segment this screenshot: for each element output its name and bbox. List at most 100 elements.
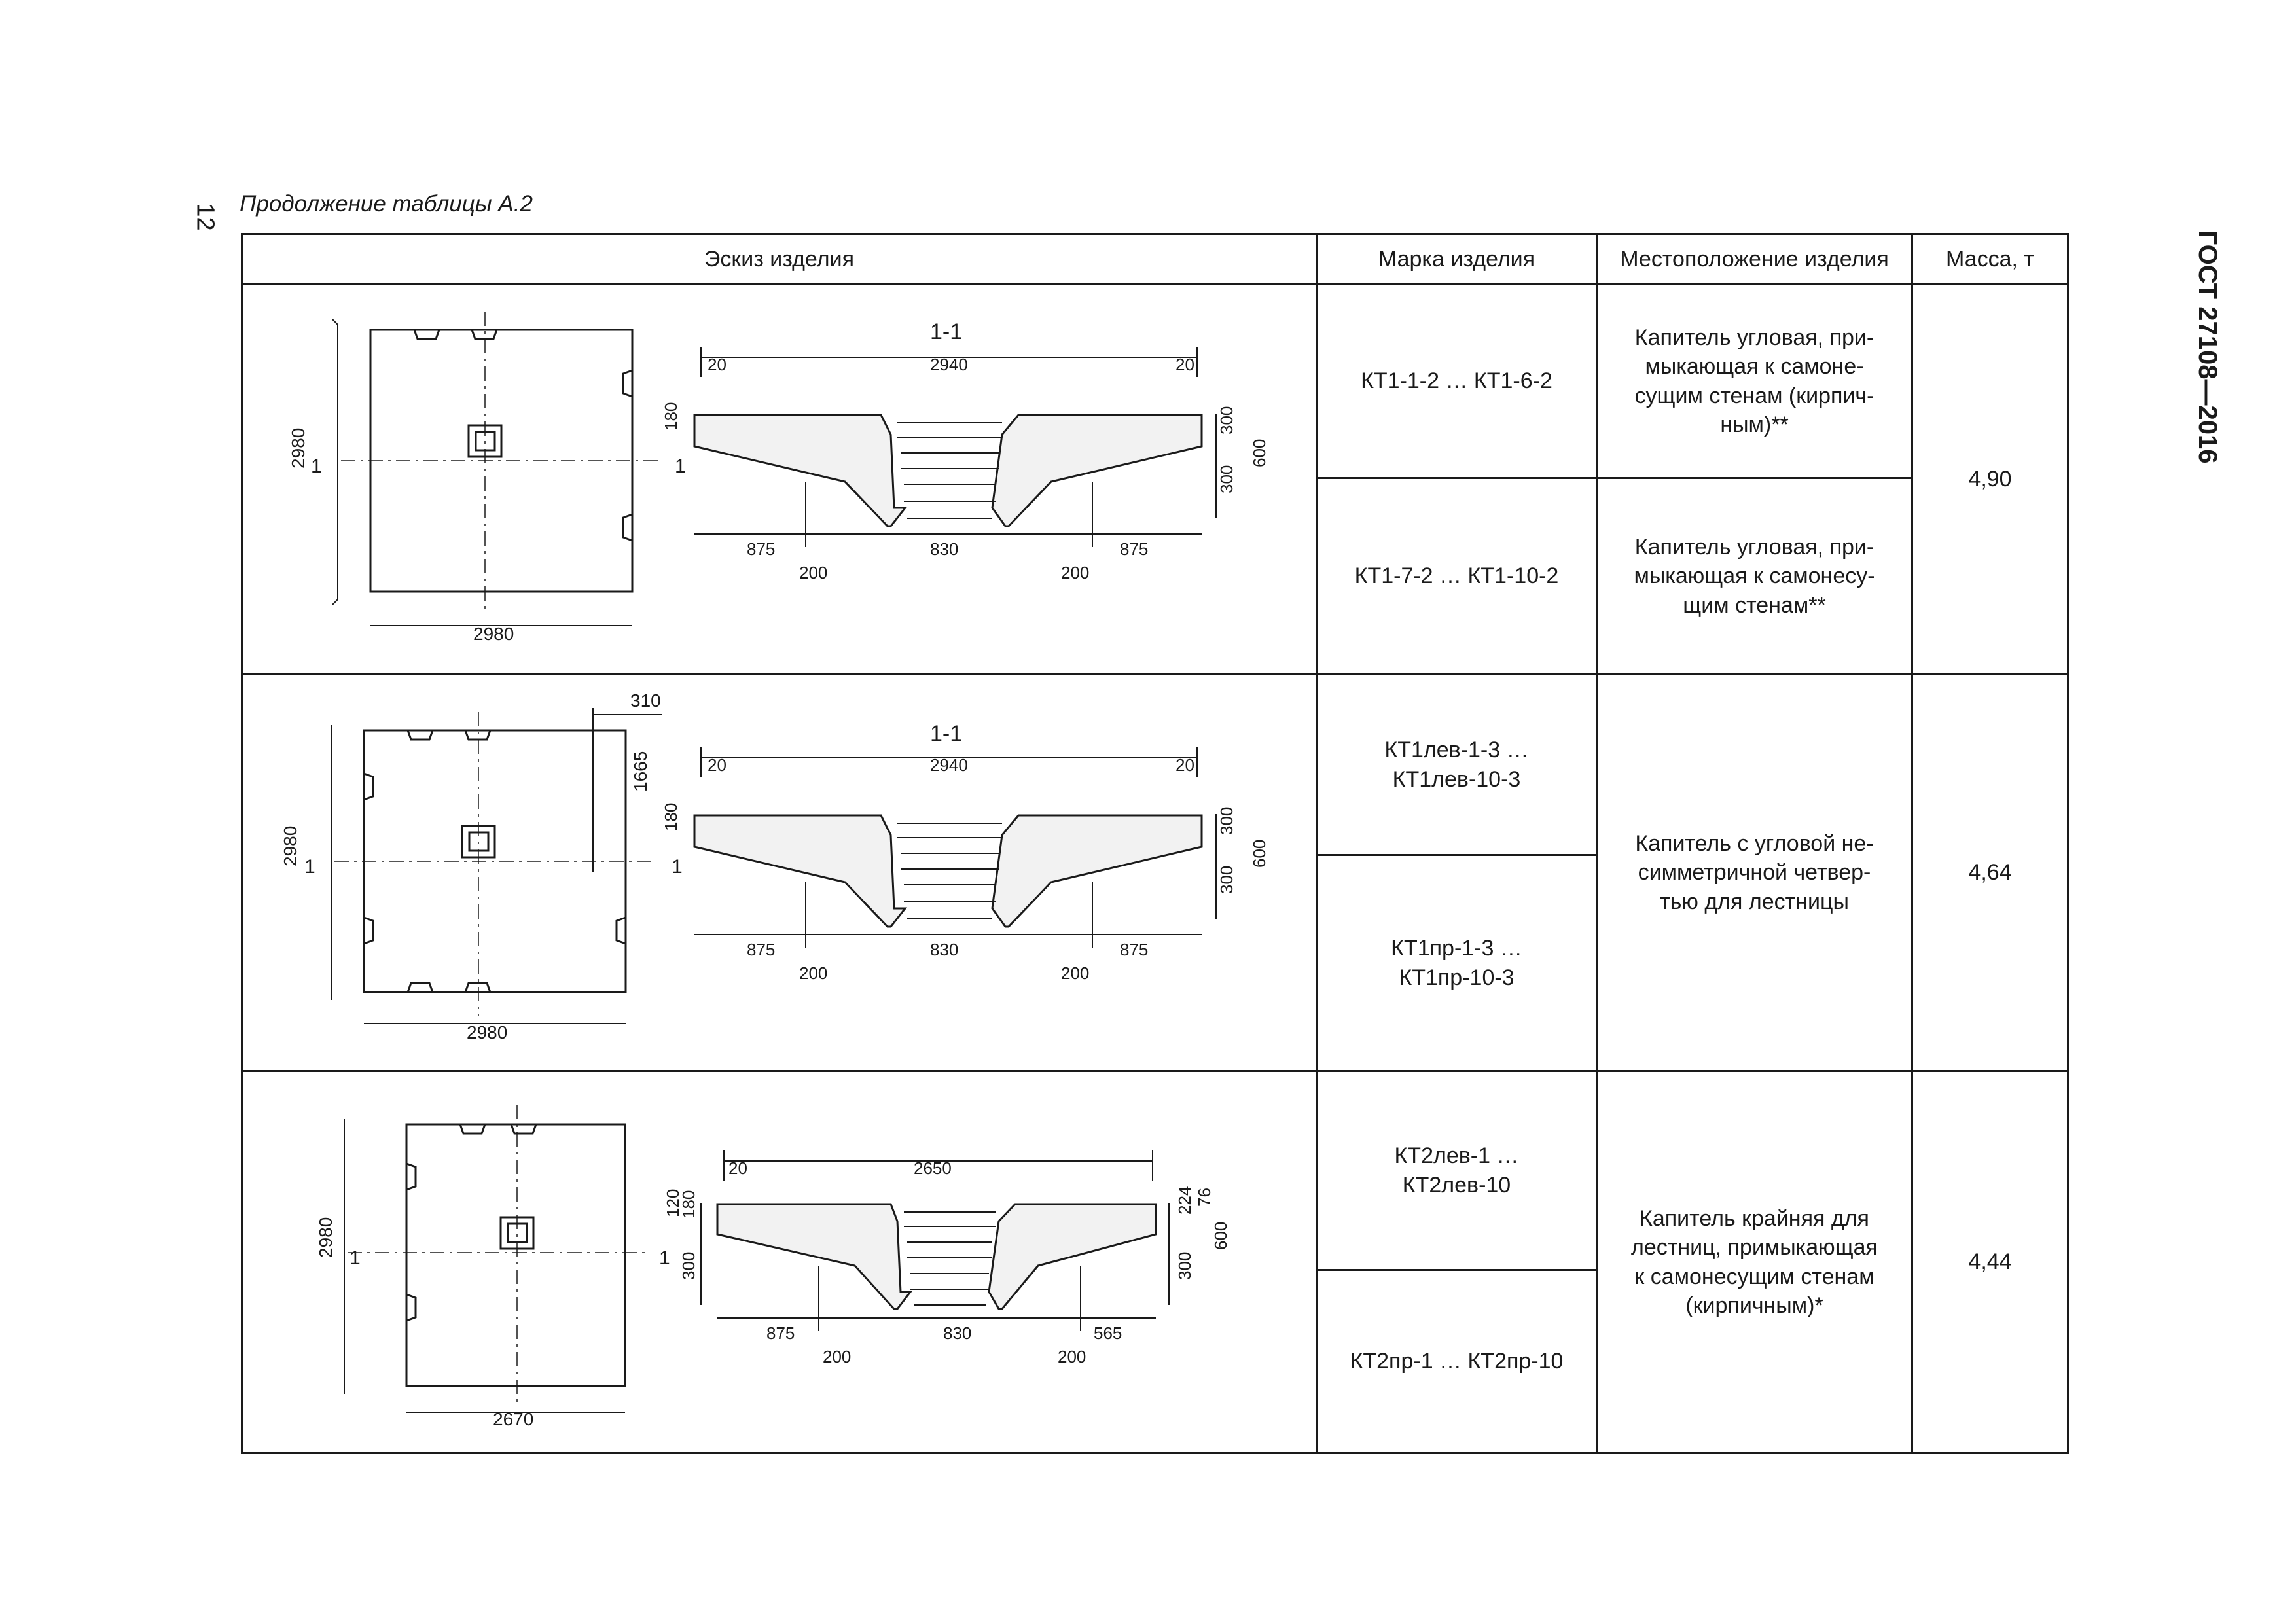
product-mark: КТ2лев-1 … КТ2лев-10 [1394,1143,1519,1198]
dim-plan-width: 2980 [467,1022,507,1043]
table-header-row: Эскиз изделия Марка изделия Местоположен… [241,233,2069,285]
dim-180: 180 [661,803,681,831]
dim-top-right: 20 [1175,755,1194,775]
product-location: Капитель с угловой не- симметричной четв… [1635,831,1874,914]
dim-top-left: 20 [708,755,726,775]
products-table: Эскиз изделия Марка изделия Местоположен… [241,233,2069,1454]
dim-bottom-center: 830 [943,1323,971,1343]
dim-bottom-right: 875 [1120,940,1148,959]
product-location: Капитель крайняя для лестниц, примыкающа… [1631,1206,1878,1318]
product-mark: КТ1лев-1-3 … КТ1лев-10-3 [1384,738,1529,792]
dim-top-left: 20 [708,355,726,374]
dim-600: 600 [1249,439,1269,467]
mark-cell: КТ1-1-2 … КТ1-6-2 [1316,283,1598,479]
dim-180: 180 [679,1190,698,1219]
dim-120: 120 [663,1189,683,1217]
location-cell: Капитель с угловой не- симметричной четв… [1596,673,1913,1072]
sketch-cell-3: 2980 2670 1 1 20 2650 875 830 [241,1070,1318,1454]
section-title: 1-1 [930,721,962,746]
table-row: КТ1пр-1-3 … КТ1пр-10-3 [242,854,2068,1072]
dim-bottom-right: 565 [1094,1323,1122,1343]
dim-200-right: 200 [1061,563,1089,582]
table-continuation-heading: Продолжение таблицы А.2 [240,191,533,217]
product-mass: 4,90 [1968,467,2012,492]
dim-300-top: 300 [1217,406,1236,435]
dim-300-top: 300 [1217,807,1236,835]
dim-300-bottom: 300 [1217,465,1236,493]
dim-bottom-left: 875 [747,539,775,559]
dim-plan-height: 2980 [288,428,308,469]
dim-224: 224 [1175,1186,1194,1215]
dim-600: 600 [1211,1222,1230,1250]
dim-600: 600 [1249,840,1269,868]
dim-bottom-center: 830 [930,940,958,959]
dim-plan-width: 2980 [473,624,514,644]
dim-top-center: 2940 [930,755,968,775]
product-mark: КТ1пр-1-3 … КТ1пр-10-3 [1391,936,1522,990]
dim-200-right: 200 [1058,1347,1086,1366]
table-row: КТ2пр-1 … КТ2пр-10 [242,1269,2068,1454]
sketch-drawing-3: 2980 2670 1 1 20 2650 875 830 [315,1105,1230,1429]
dim-top-right: 20 [1175,355,1194,374]
section-mark-left: 1 [311,455,322,477]
mark-cell: КТ2пр-1 … КТ2пр-10 [1316,1269,1598,1454]
col-header-location: Местоположение изделия [1596,233,1913,285]
product-mark: КТ2пр-1 … КТ2пр-10 [1350,1349,1564,1374]
mass-cell: 4,90 [1911,283,2069,675]
dim-plan-height: 2980 [280,826,300,866]
mark-cell: КТ2лев-1 … КТ2лев-10 [1316,1070,1598,1271]
col-header-mass: Масса, т [1911,233,2069,285]
dim-1665: 1665 [630,751,651,792]
table-row: 2980 2670 1 1 20 2650 875 830 [241,1070,2069,1454]
table-row: 2980 2980 1 1 1-1 20 2940 20 [241,283,2069,675]
product-mass: 4,64 [1968,860,2012,885]
dim-200-left: 200 [823,1347,851,1366]
dim-310: 310 [630,690,661,711]
product-mark: КТ1-7-2 … КТ1-10-2 [1354,563,1559,589]
section-mark-right: 1 [675,455,686,477]
product-mass: 4,44 [1968,1249,2012,1275]
mark-cell: КТ1лев-1-3 … КТ1лев-10-3 [1316,673,1598,856]
dim-76: 76 [1194,1188,1214,1207]
section-mark-right: 1 [672,856,683,878]
dim-top-center: 2650 [914,1158,952,1178]
section-mark-left: 1 [304,856,315,878]
dim-plan-width: 2670 [493,1409,533,1429]
dim-200-left: 200 [799,963,827,983]
product-location: Капитель угловая, при- мыкающая к самоне… [1634,325,1874,437]
section-mark-left: 1 [350,1247,361,1269]
dim-bottom-center: 830 [930,539,958,559]
dim-top-center: 2940 [930,355,968,374]
col-header-mark: Марка изделия [1316,233,1598,285]
location-cell: Капитель угловая, при- мыкающая к самоне… [1596,283,1913,479]
location-cell: Капитель крайняя для лестниц, примыкающа… [1596,1070,1913,1454]
location-cell: Капитель угловая, при- мыкающая к самоне… [1596,477,1913,675]
mass-cell: 4,44 [1911,1070,2069,1454]
dim-300-right: 300 [1175,1252,1194,1280]
sketch-cell-1: 2980 2980 1 1 1-1 20 2940 20 [241,283,1318,675]
dim-180: 180 [661,402,681,431]
section-mark-right: 1 [659,1247,670,1269]
dim-300-bottom: 300 [1217,866,1236,894]
table-row: КТ1-7-2 … КТ1-10-2 Капитель угловая, при… [242,477,2068,675]
dim-200-left: 200 [799,563,827,582]
dim-top-left: 20 [728,1158,747,1178]
dim-bottom-left: 875 [747,940,775,959]
dim-300-left: 300 [679,1252,698,1280]
standard-id: ГОСТ 27108—2016 [2193,230,2222,464]
page-number: 12 [191,203,219,231]
section-title: 1-1 [930,319,962,344]
mass-cell: 4,64 [1911,673,2069,1072]
sketch-drawing-2: 2980 2980 310 1665 1 1 1-1 20 [280,690,1269,1043]
dim-bottom-left: 875 [766,1323,795,1343]
col-header-sketch: Эскиз изделия [241,233,1318,285]
product-mark: КТ1-1-2 … КТ1-6-2 [1361,368,1552,394]
mark-cell: КТ1-7-2 … КТ1-10-2 [1316,477,1598,675]
sketch-cell-2: 2980 2980 310 1665 1 1 1-1 20 [241,673,1318,1072]
product-location: Капитель угловая, при- мыкающая к самоне… [1634,535,1875,618]
table-row: 2980 2980 310 1665 1 1 1-1 20 [241,673,2069,1072]
dim-200-right: 200 [1061,963,1089,983]
mark-cell: КТ1пр-1-3 … КТ1пр-10-3 [1316,854,1598,1072]
dim-bottom-right: 875 [1120,539,1148,559]
sketch-drawing-1: 2980 2980 1 1 1-1 20 2940 20 [288,312,1269,644]
